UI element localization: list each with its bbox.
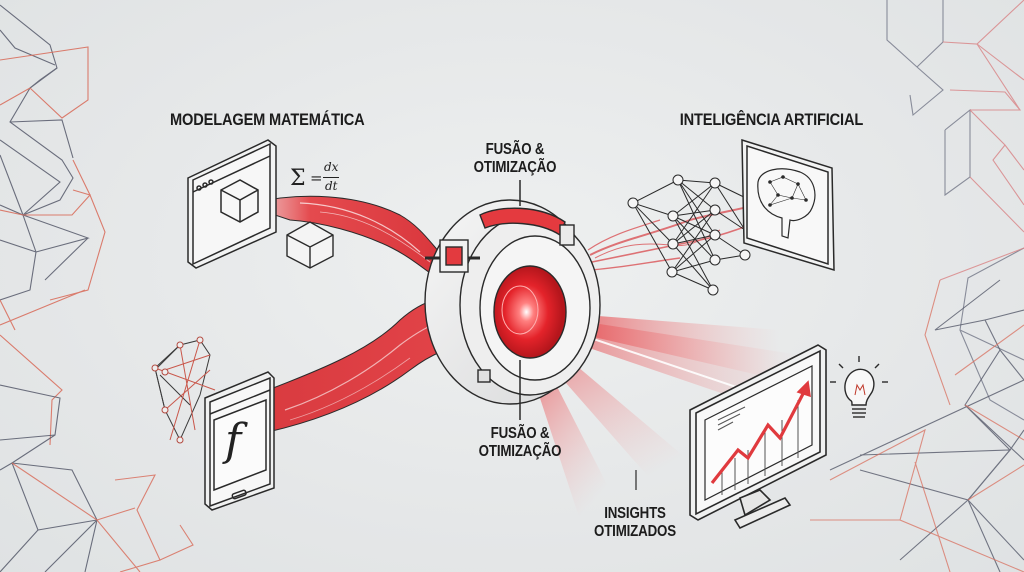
label-insights-line2: OTIMIZADOS — [594, 522, 676, 540]
brain-screen-icon — [741, 138, 835, 272]
label-math-modeling: MODELAGEM MATEMÁTICA — [170, 110, 365, 129]
label-fusion-top: FUSÃO & OTIMIZAÇÃO — [459, 141, 571, 177]
browser-window-cube-icon — [187, 139, 277, 269]
formula-numerator: dx — [324, 160, 339, 174]
lightbulb-icon — [830, 356, 888, 418]
polyhedron-network-icon — [151, 336, 216, 444]
label-insights: INSIGHTS OTIMIZADOS — [583, 505, 686, 541]
label-artificial-intelligence: INTELIGÊNCIA ARTIFICIAL — [679, 110, 864, 129]
equals-symbol: = — [310, 169, 323, 187]
label-fusion-bottom-line1: FUSÃO & — [490, 425, 550, 442]
fraction-bar — [323, 177, 339, 178]
formula-denominator: dt — [325, 179, 338, 193]
monitor-growth-chart-icon — [689, 344, 827, 530]
label-fusion-top-line1: FUSÃO & — [485, 141, 545, 158]
label-insights-line1: INSIGHTS — [604, 505, 666, 522]
fusion-core-icon — [424, 180, 601, 420]
function-symbol: f — [225, 415, 242, 466]
cube-icon — [286, 221, 334, 269]
summation-formula: Σ = dx dt — [290, 160, 350, 200]
tablet-function-icon — [204, 371, 275, 511]
sigma-symbol: Σ — [290, 166, 306, 191]
neural-network-icon — [627, 174, 751, 296]
label-fusion-bottom: FUSÃO & OTIMIZAÇÃO — [464, 425, 576, 461]
label-fusion-top-line2: OTIMIZAÇÃO — [473, 158, 557, 176]
label-fusion-bottom-line2: OTIMIZAÇÃO — [478, 442, 562, 460]
